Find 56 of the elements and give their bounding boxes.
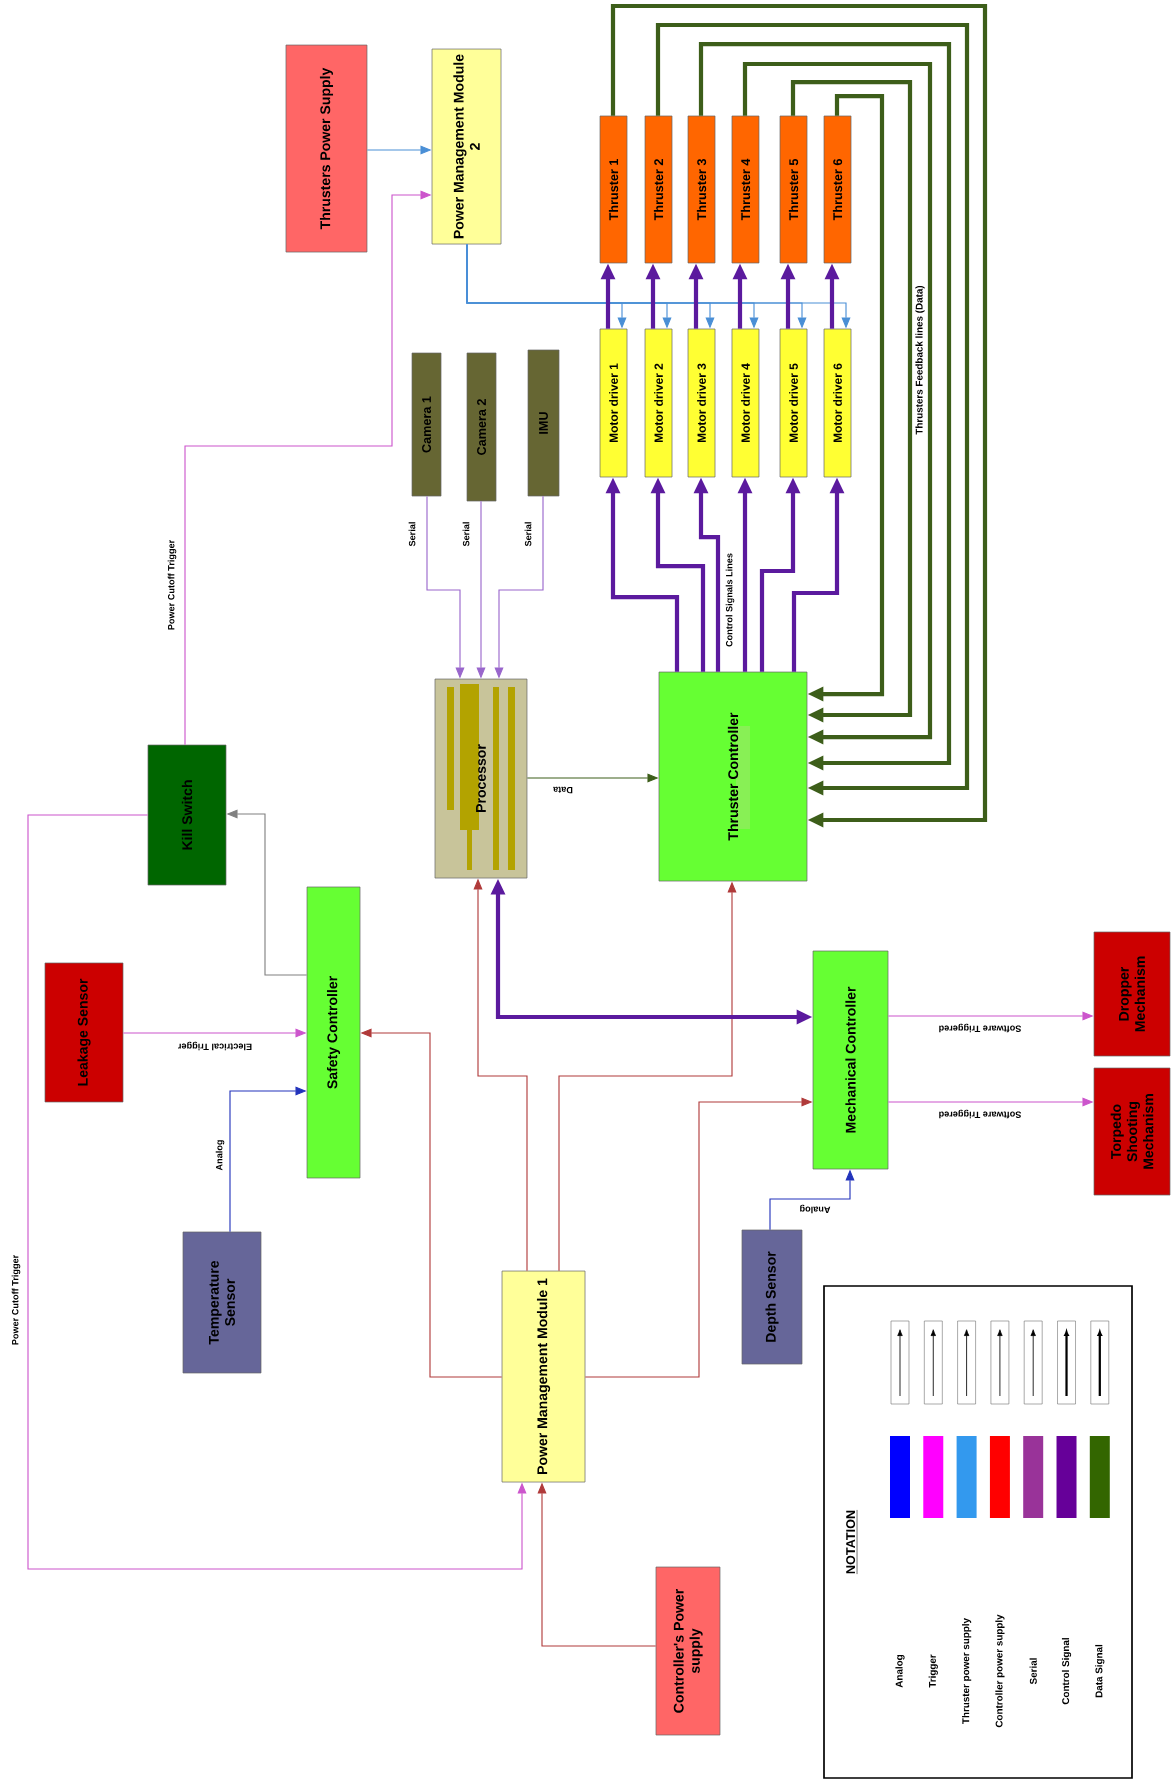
thruster-box: Thruster 1 [599,115,628,264]
edge-label: Analog [214,1138,226,1172]
controller-box: Thruster Controller [658,671,808,882]
motor-driver-box: Motor driver 1 [599,328,628,478]
edge-label: Software Triggered [937,1108,1023,1120]
edge-label: Serial [523,520,533,548]
power-supply-box: Controller's Power supply [655,1566,721,1736]
legend-label: Control Signal [1061,1638,1072,1705]
text-label: Control Signals Lines [725,553,735,647]
arrow [742,61,933,745]
motor-driver-box: Motor driver 6 [823,328,852,478]
camera-box: Camera 1 [411,352,442,497]
edge-label: Software Triggered [937,1022,1023,1034]
text-label: Thrusters Feedback lines (Data) [915,285,925,435]
edge-label: Electrical Trigger [176,1040,254,1052]
edge-label: Power Cutoff Trigger [166,538,178,632]
legend-label: Data Signal [1095,1644,1105,1698]
edge-label: Serial [461,520,471,548]
legend-label: Controller power supply [995,1614,1005,1728]
processor-box: Processor [434,678,528,879]
thruster-box: Thruster 4 [731,115,760,264]
power-module-box: Power Management Module 1 [501,1270,586,1483]
edge-label: Power Cutoff Trigger [10,1253,22,1347]
mechanism-box: Torpedo Shooting Mechanism [1093,1067,1171,1196]
arrow [790,79,913,723]
switch-box: Kill Switch [147,744,227,886]
edge-label: Serial [407,520,417,548]
thruster-box: Thruster 2 [644,115,673,264]
text-label: NOTATION [846,1509,858,1575]
motor-driver-box: Motor driver 4 [731,328,760,478]
legend-label: Serial [1029,1658,1037,1685]
thruster-box: Thruster 3 [687,115,716,264]
arrow [655,22,970,796]
sensor-box: Leakage Sensor [44,962,124,1103]
power-module-box: Power Management Module 2 [431,48,502,245]
edge-label: Analog [798,1203,832,1215]
legend-label: Thruster power supply [962,1618,972,1724]
sensor-box: Temperature Sensor [182,1231,262,1374]
motor-driver-box: Motor driver 2 [644,328,673,478]
imu-box: IMU [527,349,560,497]
thruster-box: Thruster 6 [823,115,852,264]
sensor-box: Depth Sensor [741,1229,803,1365]
legend-label: Trigger [928,1654,938,1688]
mechanism-box: Dropper Mechanism [1093,931,1171,1057]
legend-label: Analog [895,1655,905,1688]
thruster-box: Thruster 5 [779,115,808,264]
controller-box: Mechanical Controller [812,950,889,1170]
camera-box: Camera 2 [466,352,497,502]
arrow [610,3,988,828]
arrow [698,41,952,771]
controller-box: Safety Controller [306,886,361,1179]
power-supply-box: Thrusters Power Supply [285,44,368,253]
arrow [27,814,527,1570]
edge-label: Data [551,785,575,795]
motor-driver-box: Motor driver 5 [779,328,808,478]
motor-driver-box: Motor driver 3 [687,328,716,478]
